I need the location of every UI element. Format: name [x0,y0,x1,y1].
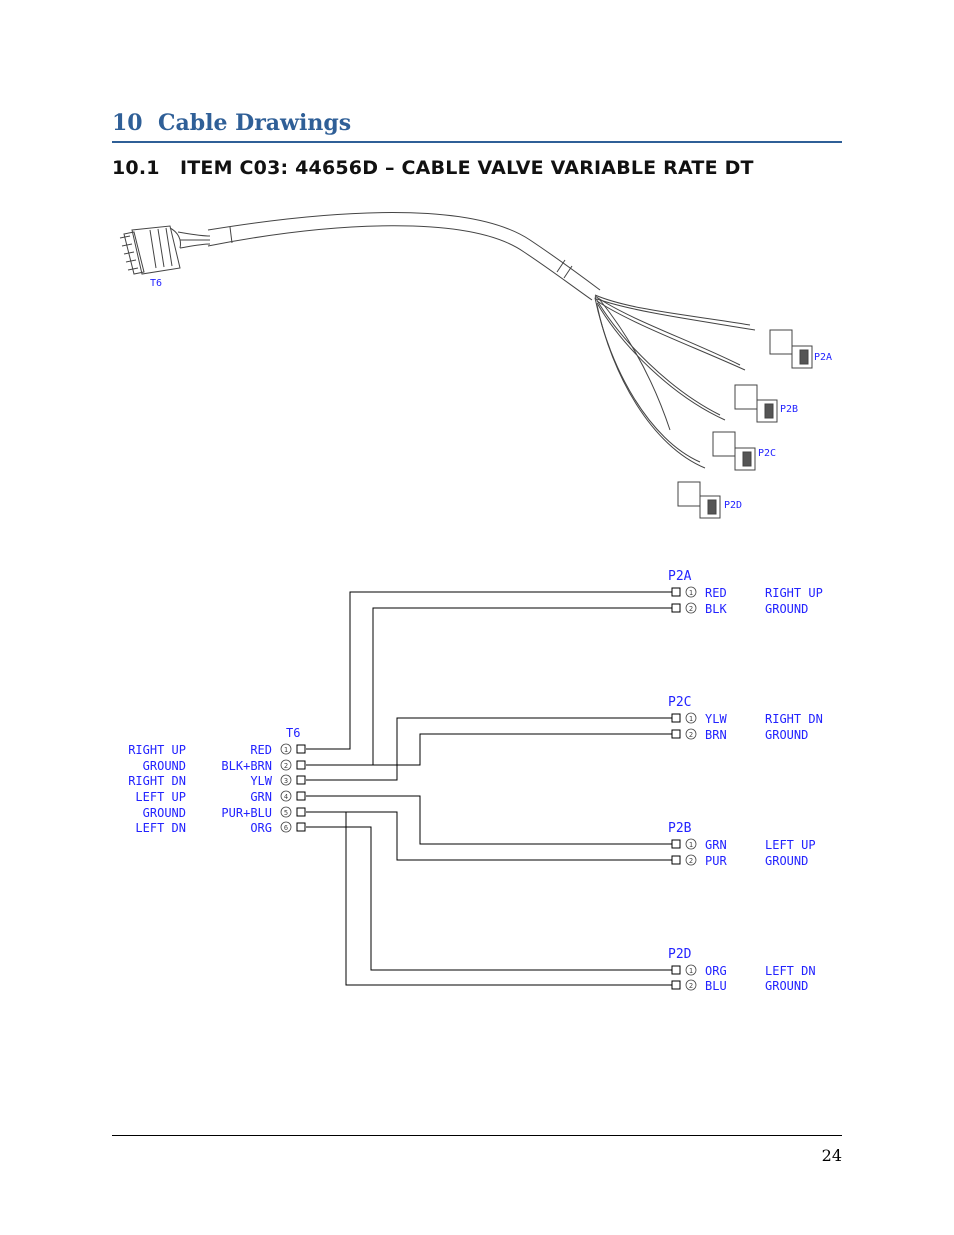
p2a-pin-2: 2 [689,605,693,613]
p2a-color-2: BLK [705,602,727,616]
p2c-function-1: RIGHT DN [765,712,823,726]
t6-pin-3: 3 [284,777,288,785]
p2c-pin-2: 2 [689,731,693,739]
p2c-function-2: GROUND [765,728,808,742]
t6-function-4: LEFT UP [135,790,186,804]
t6-function-5: GROUND [143,806,186,820]
p2b-function-2: GROUND [765,854,808,868]
p2b-color-1: GRN [705,838,727,852]
t6-color-2: BLK+BRN [221,759,272,773]
p2c-drawing-label: P2C [758,448,776,459]
t6-connector-illustration [119,225,181,275]
t6-color-1: RED [250,743,272,757]
p2a-color-1: RED [705,586,727,600]
p2b-drawing-label: P2B [780,404,798,415]
t6-drawing-label: T6 [150,278,162,289]
p2b-pin-1: 1 [689,841,693,849]
p2a-connector-illustration [769,329,813,369]
t6-color-3: YLW [250,774,272,788]
p2d-pin-2: 2 [689,982,693,990]
p2d-function-1: LEFT DN [765,964,816,978]
subsection-number: 10.1 [112,157,160,179]
p2a-drawing-label: P2A [814,352,832,363]
p2b-color-2: PUR [705,854,727,868]
p2b-function-1: LEFT UP [765,838,816,852]
p2c-pin-1: 1 [689,715,693,723]
p2d-label: P2D [668,947,692,962]
p2c-connector-illustration [712,431,756,471]
p2d-pin-1: 1 [689,967,693,975]
t6-color-4: GRN [250,790,272,804]
subsection-heading: 10.1 ITEM C03: 44656D – CABLE VALVE VARIA… [112,157,754,179]
t6-pin-5: 5 [284,809,288,817]
p2d-color-1: ORG [705,964,727,978]
page-number: 24 [821,1146,842,1165]
section-title: Cable Drawings [157,110,352,136]
t6-function-2: GROUND [143,759,186,773]
section-number: 10 [112,110,143,136]
p2a-function-1: RIGHT UP [765,586,823,600]
t6-label: T6 [286,726,300,740]
p2d-drawing-label: P2D [724,500,742,511]
section-heading: 10 Cable Drawings [112,110,351,136]
subsection-title: ITEM C03: 44656D – CABLE VALVE VARIABLE … [180,157,754,179]
p2c-color-2: BRN [705,728,727,742]
t6-color-5: PUR+BLU [221,806,272,820]
t6-function-6: LEFT DN [135,821,186,835]
p2b-connector-illustration [734,384,778,423]
t6-pin-6: 6 [284,824,288,832]
t6-function-1: RIGHT UP [128,743,186,757]
p2d-function-2: GROUND [765,979,808,993]
t6-pin-4: 4 [284,793,288,801]
p2a-label: P2A [668,569,692,584]
t6-pin-1: 1 [284,746,288,754]
cable-drawing: T6 P2A P2B P2C P2D [119,212,832,519]
p2a-function-2: GROUND [765,602,808,616]
p2c-color-1: YLW [705,712,727,726]
p2c-label: P2C [668,695,691,710]
p2d-color-2: BLU [705,979,727,993]
p2a-pin-1: 1 [689,589,693,597]
p2b-pin-2: 2 [689,857,693,865]
schematic-wires [306,591,672,986]
footer-rule [112,1135,842,1136]
heading-rule [112,141,842,143]
t6-function-3: RIGHT DN [128,774,186,788]
p2b-label: P2B [668,821,692,836]
t6-pin-2: 2 [284,762,288,770]
t6-color-6: ORG [250,821,272,835]
p2d-connector-illustration [677,481,721,519]
